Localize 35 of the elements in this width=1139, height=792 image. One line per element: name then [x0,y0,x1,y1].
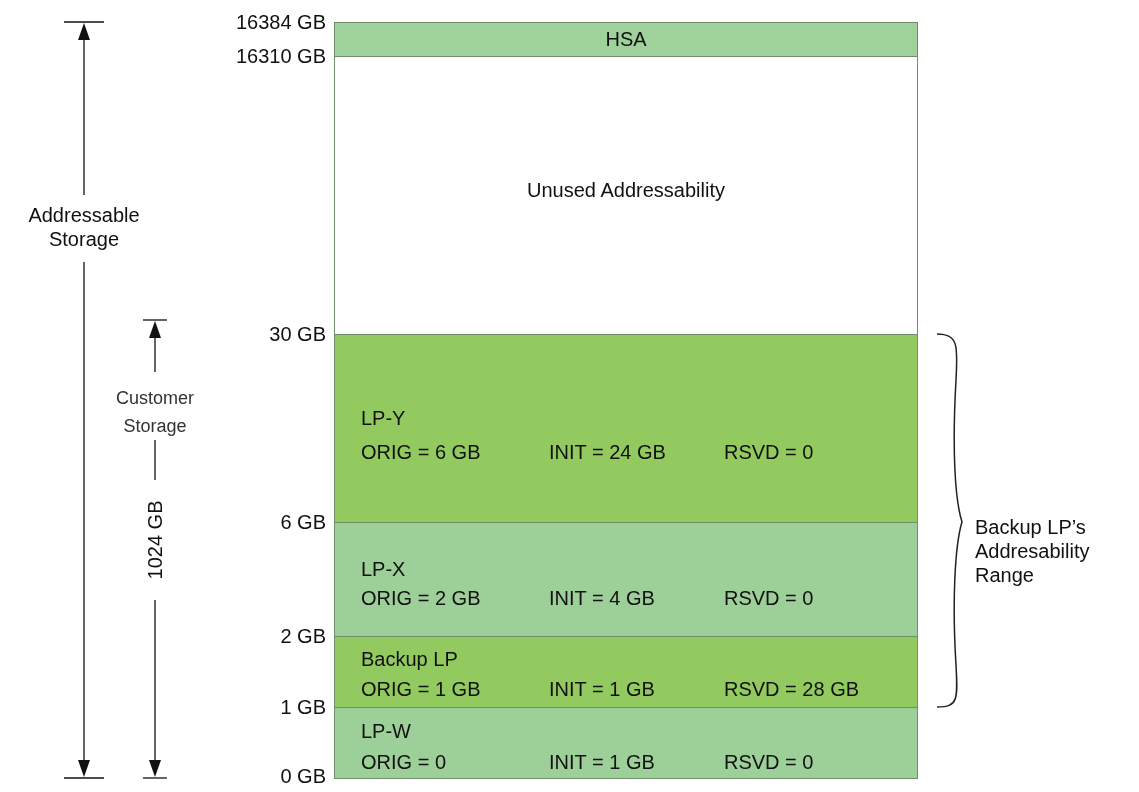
address-tick: 2 GB [280,624,326,648]
storage-value: RSVD = 0 [724,441,814,463]
storage-value: ORIG = 6 GB [361,441,481,463]
dimension-label: 1024 GB [143,500,167,580]
partition-name: LP-X [361,558,406,580]
partition-region [334,707,918,779]
storage-value: INIT = 24 GB [549,441,666,463]
address-tick: 16310 GB [235,44,326,68]
address-tick: 1 GB [280,695,326,719]
range-label: Backup LP’s Addresability Range [975,515,1091,587]
memory-region [334,22,918,57]
region-label: Unused Addressability [526,179,726,201]
address-tick: 0 GB [280,764,326,788]
storage-value: ORIG = 2 GB [361,587,481,609]
address-tick: 16384 GB [235,10,326,34]
storage-value: INIT = 4 GB [549,587,655,609]
partition-region [334,522,918,637]
storage-value: RSVD = 0 [724,751,814,773]
dimension-label: Customer Storage [115,387,195,438]
dimension-label: Addressable Storage [27,203,141,251]
storage-value: ORIG = 1 GB [361,678,481,700]
storage-value: RSVD = 28 GB [724,678,860,700]
address-tick: 6 GB [280,510,326,534]
storage-value: INIT = 1 GB [549,678,655,700]
partition-region [334,334,918,523]
address-tick: 30 GB [269,322,326,346]
storage-value: RSVD = 0 [724,587,814,609]
region-label: HSA [604,28,648,50]
storage-value: INIT = 1 GB [549,751,655,773]
partition-name: LP-W [361,720,411,742]
memory-region [334,56,918,335]
storage-value: ORIG = 0 [361,751,447,773]
partition-name: Backup LP [361,648,458,670]
partition-region [334,636,918,708]
partition-name: LP-Y [361,407,406,429]
